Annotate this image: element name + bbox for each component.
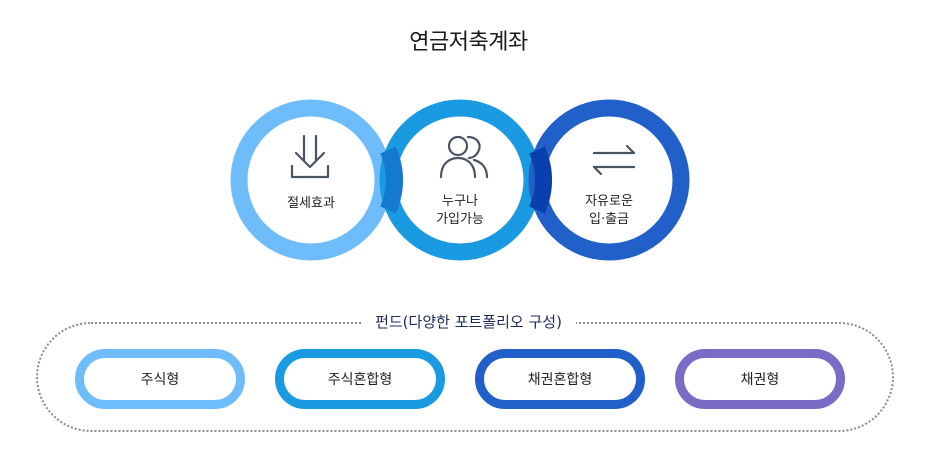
transfer-icon — [592, 144, 636, 176]
ring-label-line: 누구나 — [442, 194, 478, 209]
ring-free-withdrawal — [528, 99, 690, 261]
fund-type-bond-mixed: 채권혼합형 — [475, 349, 645, 409]
fund-type-bond: 채권형 — [675, 349, 845, 409]
ring-label-free-withdrawal: 자유로운 입·출금 — [544, 193, 674, 229]
users-icon — [439, 135, 489, 179]
fund-type-label: 채권혼합형 — [527, 372, 593, 388]
fund-type-stock-mixed: 주식혼합형 — [275, 349, 445, 409]
fund-type-label: 주식형 — [140, 372, 180, 388]
ring-label-line: 자유로운 — [585, 194, 633, 209]
ring-overlap-left — [380, 146, 403, 214]
fund-type-stock: 주식형 — [75, 349, 245, 409]
fund-type-label: 채권형 — [740, 372, 780, 388]
download-icon — [290, 134, 330, 179]
ring-tax-benefit — [230, 99, 392, 261]
benefit-rings — [230, 99, 690, 261]
ring-label-anyone-join: 누구나 가입가능 — [395, 193, 525, 229]
ring-label-tax-benefit: 절세효과 — [246, 195, 376, 213]
fund-type-label: 주식혼합형 — [327, 372, 393, 388]
ring-label-line: 가입가능 — [436, 212, 484, 227]
ring-label-line: 절세효과 — [287, 196, 335, 211]
ring-label-line: 입·출금 — [588, 212, 629, 227]
ring-overlap-right — [529, 146, 552, 214]
page-title: 연금저축계좌 — [409, 30, 528, 55]
ring-anyone-join — [379, 99, 541, 261]
fund-title: 펀드(다양한 포트폴리오 구성) — [361, 313, 576, 331]
fund-title-wrap: 펀드(다양한 포트폴리오 구성) — [0, 311, 937, 332]
